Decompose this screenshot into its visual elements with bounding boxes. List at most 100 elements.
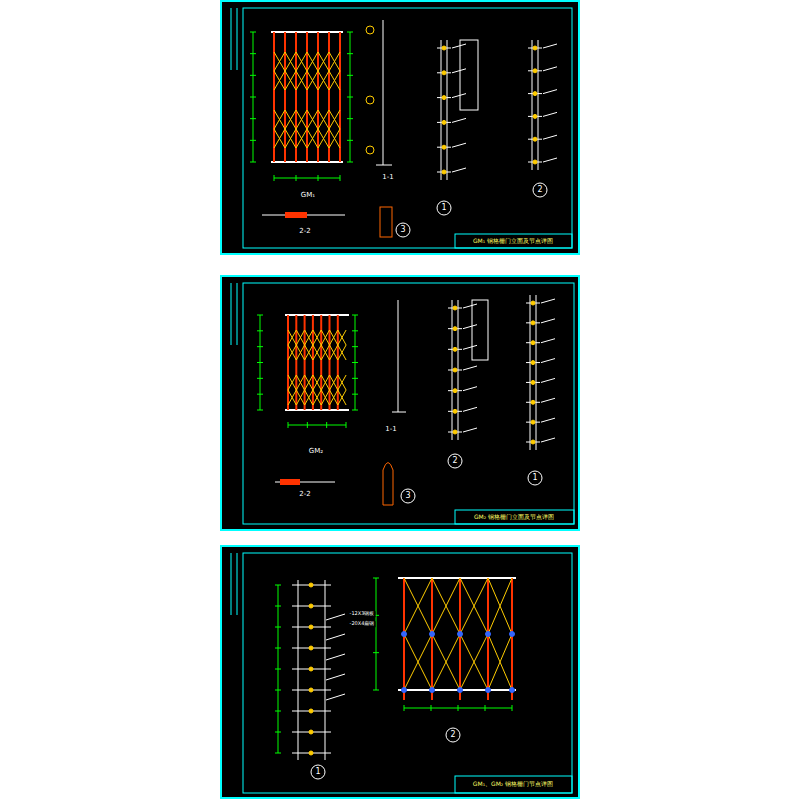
joint-dot xyxy=(510,688,515,693)
lattice-bar xyxy=(288,375,296,405)
lattice-bar xyxy=(296,52,307,90)
detail-member xyxy=(530,295,531,450)
dimension-tick xyxy=(458,705,459,711)
lattice-bar xyxy=(296,110,307,148)
dimension-tick xyxy=(352,315,358,316)
lattice-bar xyxy=(285,52,296,90)
lattice-frame xyxy=(398,577,516,579)
lattice-bar xyxy=(305,375,313,405)
lattice-bar xyxy=(305,330,313,360)
detail-member xyxy=(538,40,539,170)
column-member xyxy=(298,580,299,760)
bolt-symbol xyxy=(533,160,537,164)
lattice-bar xyxy=(432,578,460,690)
bolt-symbol xyxy=(442,46,446,50)
callout-circle xyxy=(533,183,547,197)
lattice-bar xyxy=(488,578,512,690)
section-member xyxy=(383,20,384,165)
callout-circle xyxy=(396,223,410,237)
dimension-tick xyxy=(275,711,281,712)
dimension-tick xyxy=(347,140,353,141)
leader-line xyxy=(326,694,345,700)
lattice-bar xyxy=(330,375,338,405)
gate-bar xyxy=(306,32,308,162)
bolt-symbol xyxy=(453,347,457,351)
gate-bar xyxy=(312,315,314,410)
lattice-bar xyxy=(305,330,313,360)
lattice-bar xyxy=(313,375,321,405)
gate-bar xyxy=(459,578,461,700)
leader-line xyxy=(541,359,555,363)
lattice-bar xyxy=(460,578,488,690)
dimension-tick xyxy=(275,669,281,670)
dimension-tick xyxy=(347,118,353,119)
gate-bar xyxy=(273,32,275,162)
callout-number: 1 xyxy=(315,768,320,777)
dimension-tick xyxy=(404,705,405,711)
lattice-bar xyxy=(338,330,346,360)
leader-line xyxy=(463,325,477,329)
section-member xyxy=(398,300,399,412)
leader-line xyxy=(452,44,466,48)
bolt-symbol xyxy=(533,92,537,96)
dimension-line xyxy=(288,425,346,426)
dimension-tick xyxy=(347,97,353,98)
callout-number: 1 xyxy=(532,474,537,483)
lattice-bar xyxy=(288,330,296,360)
leader-line xyxy=(543,112,557,116)
dimension-tick xyxy=(352,346,358,347)
dimension-tick xyxy=(275,627,281,628)
leader-line xyxy=(326,634,345,640)
lattice-bar xyxy=(313,330,321,360)
bolt-symbol xyxy=(531,301,535,305)
bolt-symbol xyxy=(453,306,457,310)
view-name: GM₁ xyxy=(299,192,317,200)
dimension-tick xyxy=(296,175,297,181)
leader-line xyxy=(463,387,477,391)
dimension-tick xyxy=(340,175,341,181)
bolt-symbol xyxy=(309,751,313,755)
lattice-bar xyxy=(307,110,318,148)
bolt-symbol xyxy=(531,380,535,384)
lattice-bar xyxy=(274,110,285,148)
lattice-bar xyxy=(307,52,318,90)
callout-number: 3 xyxy=(400,226,405,235)
gate-frame xyxy=(285,409,349,411)
dimension-tick xyxy=(326,422,327,428)
lattice-bar xyxy=(313,330,321,360)
bolt-symbol xyxy=(442,145,446,149)
joint-dot xyxy=(510,632,515,637)
lattice-bar xyxy=(488,578,512,690)
gate-bar xyxy=(339,32,341,162)
gate-bar xyxy=(511,578,513,700)
dimension-tick xyxy=(257,378,263,379)
dimension-tick xyxy=(257,410,263,411)
lattice-bar xyxy=(329,110,340,148)
bolt-symbol xyxy=(309,583,313,587)
leader-line xyxy=(452,168,466,172)
lattice-bar xyxy=(432,578,460,690)
gate-bar xyxy=(320,315,322,410)
sheet-title: GM₁ 钢格栅门立面及节点详图 xyxy=(471,237,555,246)
callout-number: 2 xyxy=(452,457,457,466)
gate-bar xyxy=(317,32,319,162)
leader-line xyxy=(541,319,555,323)
dimension-tick xyxy=(346,422,347,428)
lattice-bar xyxy=(288,375,296,405)
dimension-tick xyxy=(257,315,263,316)
dimension-tick xyxy=(275,690,281,691)
dimension-tick xyxy=(275,648,281,649)
bolt-symbol xyxy=(442,170,446,174)
dimension-tick xyxy=(288,422,289,428)
lattice-bar xyxy=(296,52,307,90)
bolt-symbol xyxy=(531,321,535,325)
lattice-bar xyxy=(338,375,346,405)
leader-line xyxy=(543,90,557,94)
section-2-2-plate xyxy=(285,212,307,218)
sheet-title: GM₁、GM₂ 钢格栅门节点详图 xyxy=(471,780,555,789)
section-base xyxy=(392,412,406,413)
bolt-symbol xyxy=(442,120,446,124)
leader-line xyxy=(541,398,555,402)
section-name: 2-2 xyxy=(297,491,312,499)
